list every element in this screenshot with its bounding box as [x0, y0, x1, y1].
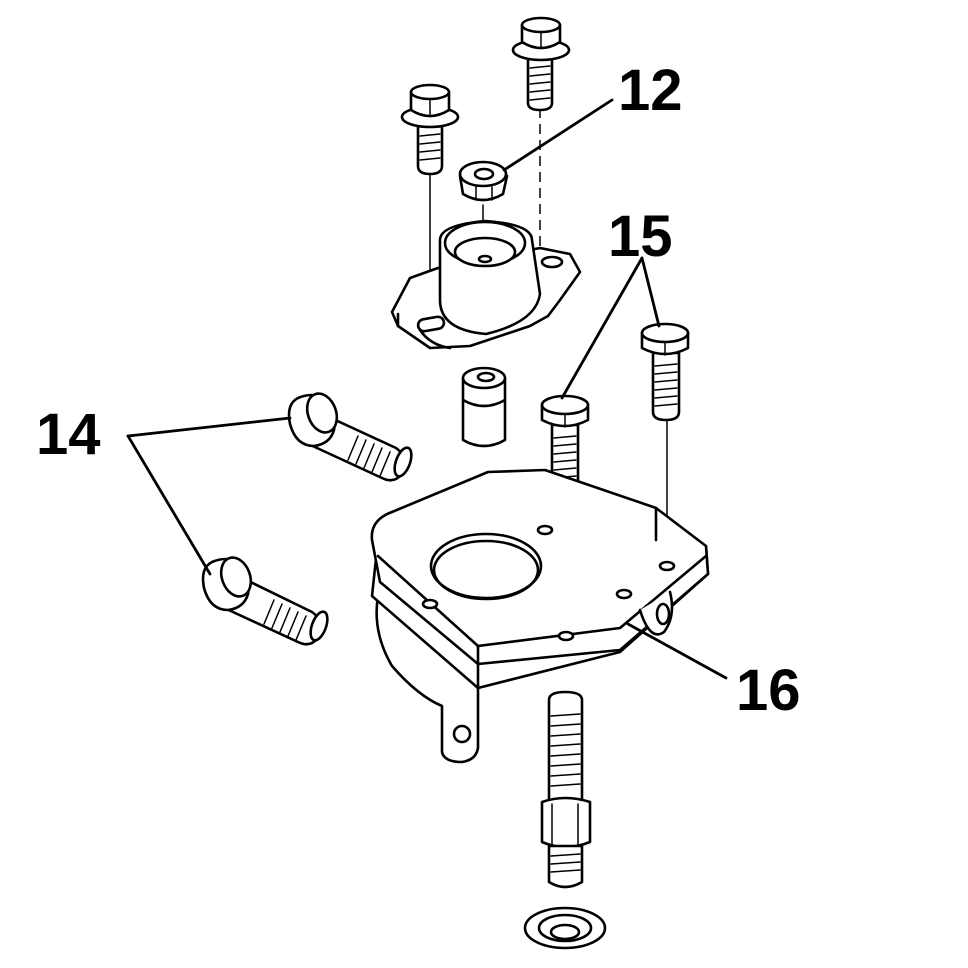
bolt-14-upper: [287, 392, 413, 482]
callout-12: 12: [618, 58, 683, 123]
bracket: [370, 468, 710, 764]
spacer-sleeve: [461, 366, 507, 448]
washer: [523, 906, 607, 950]
bolt-top-left: [400, 83, 460, 176]
callout-14: 14: [36, 402, 101, 467]
callout-16: 16: [736, 658, 801, 723]
nut: [458, 160, 509, 202]
rubber-mount: [390, 219, 582, 350]
callout-15: 15: [608, 204, 673, 269]
bolt-14-lower: [201, 556, 329, 646]
bolt-top-rear: [511, 16, 571, 112]
leader-lines: [126, 98, 728, 680]
bolt-15-right: [640, 322, 690, 422]
stud-bolt: [540, 690, 592, 889]
